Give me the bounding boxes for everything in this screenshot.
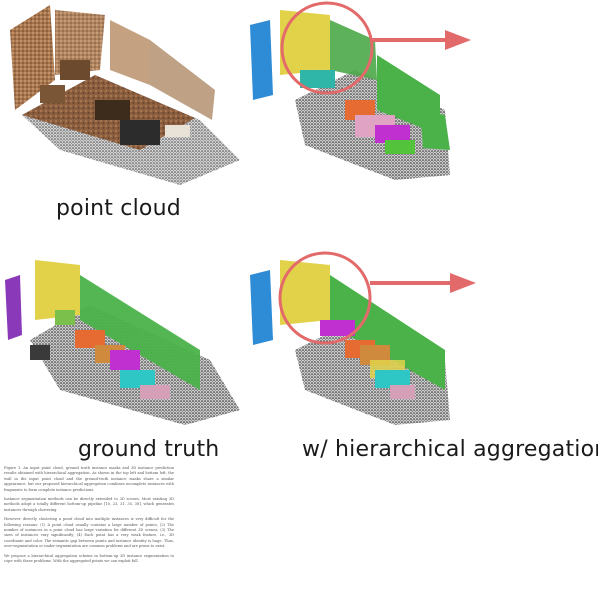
point-cloud-render — [10, 5, 240, 185]
panel-prediction-top — [245, 0, 485, 190]
figure-caption-text: Figure 1. An input point cloud, ground t… — [4, 466, 174, 492]
ground-truth-render — [5, 260, 240, 425]
highlight-circle — [278, 251, 372, 345]
panel-point-cloud — [0, 0, 260, 190]
hierarchical-render — [250, 251, 476, 425]
panel-hierarchical — [245, 250, 495, 430]
panel-ground-truth — [0, 250, 250, 430]
body-paragraph: Instance segmentation methods can be dir… — [4, 497, 174, 512]
body-paragraph: We propose a hierarchical aggregation sc… — [4, 553, 174, 564]
highlight-circle — [280, 1, 374, 95]
arrow-head-icon — [450, 273, 476, 293]
caption-hierarchical: w/ hierarchical aggregation — [302, 437, 598, 462]
prediction-render-top — [250, 1, 471, 180]
arrow-head-icon — [445, 30, 471, 50]
paper-text-snippet: Figure 1. An input point cloud, ground t… — [4, 466, 174, 569]
body-paragraph: However, directly clustering a point clo… — [4, 517, 174, 549]
caption-ground-truth: ground truth — [78, 437, 220, 462]
caption-point-cloud: point cloud — [56, 196, 181, 221]
